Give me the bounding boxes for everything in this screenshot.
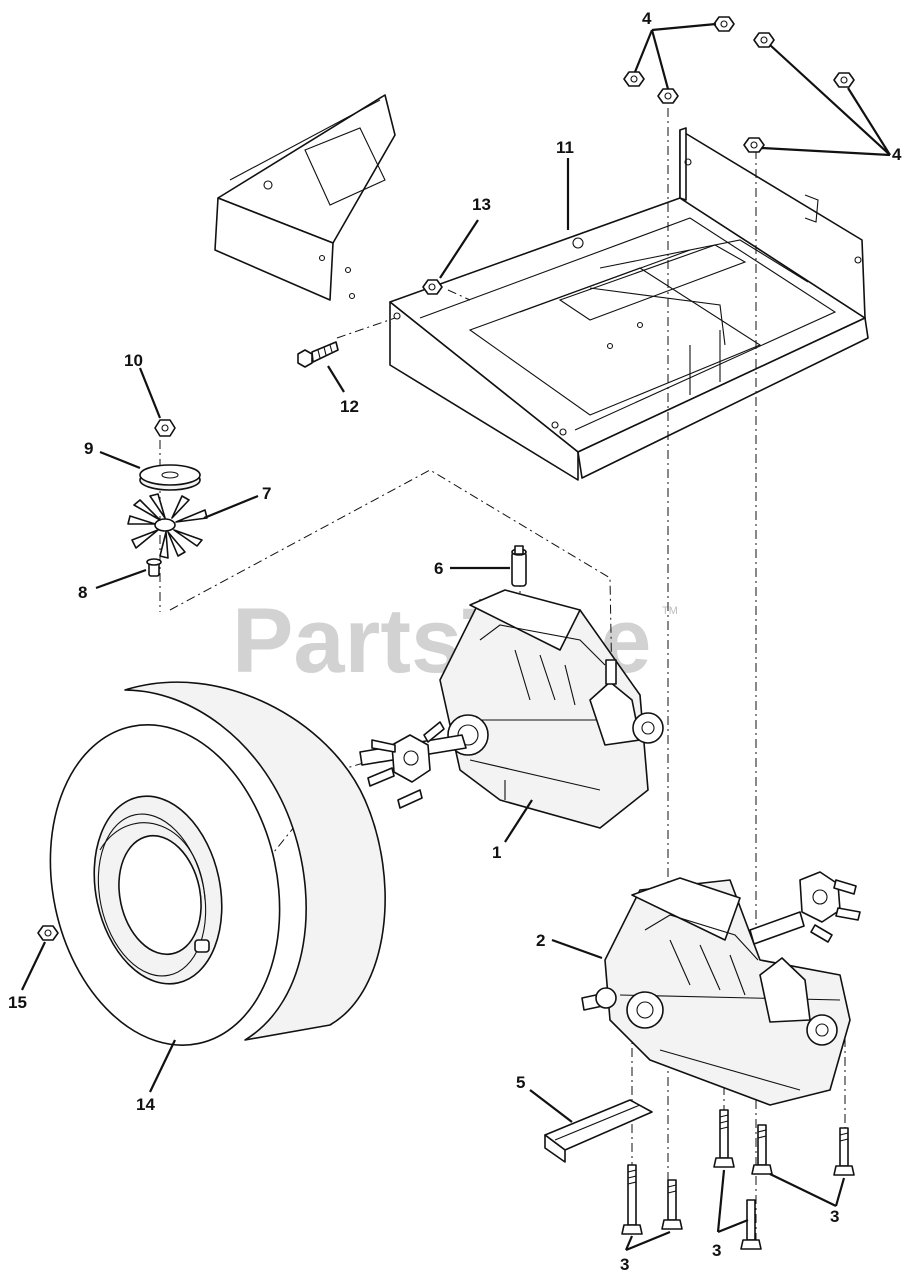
hydro-transaxle-2[interactable] — [581, 871, 861, 1106]
hydro-transaxle-1[interactable] — [359, 589, 664, 829]
hex-bolt-12[interactable] — [297, 341, 339, 368]
callout-14: 14 — [136, 1095, 155, 1114]
leader-lines — [21, 22, 891, 1252]
fan-screw-8[interactable] — [146, 558, 162, 577]
callout-12: 12 — [340, 397, 359, 416]
callout-3b: 3 — [712, 1241, 721, 1260]
hex-nut-group-4[interactable] — [623, 16, 855, 153]
fan-nut-10[interactable] — [154, 419, 176, 437]
hex-nut-13[interactable] — [422, 279, 443, 295]
callout-1: 1 — [492, 843, 501, 862]
callout-6: 6 — [434, 559, 443, 578]
callout-8: 8 — [78, 583, 87, 602]
rear-tire-14[interactable] — [22, 681, 386, 1067]
hydro-mount-bracket[interactable] — [389, 127, 869, 481]
callout-11: 11 — [556, 138, 574, 157]
channel-5[interactable] — [544, 1099, 653, 1163]
callout-15: 15 — [8, 993, 27, 1012]
callout-labels: 1 2 3 3 3 4 4 5 6 7 8 9 10 11 12 13 14 1… — [8, 9, 902, 1274]
fan-pulley-9[interactable] — [139, 464, 201, 491]
callout-13: 13 — [472, 195, 491, 214]
tractor-frame — [214, 94, 396, 301]
callout-3a: 3 — [620, 1255, 629, 1274]
pin-6[interactable] — [511, 545, 527, 587]
callout-10: 10 — [124, 351, 143, 370]
callout-2: 2 — [536, 931, 545, 950]
bolt-group-3[interactable] — [621, 1109, 855, 1250]
callout-9: 9 — [84, 439, 93, 458]
callout-5: 5 — [516, 1073, 525, 1092]
callout-4b: 4 — [892, 145, 902, 164]
callout-3c: 3 — [830, 1207, 839, 1226]
cooling-fan-7[interactable] — [127, 493, 208, 559]
callout-4a: 4 — [642, 9, 652, 28]
callout-7: 7 — [262, 484, 271, 503]
wheel-nut-15[interactable] — [37, 925, 59, 941]
watermark-trademark: TM — [662, 605, 678, 617]
